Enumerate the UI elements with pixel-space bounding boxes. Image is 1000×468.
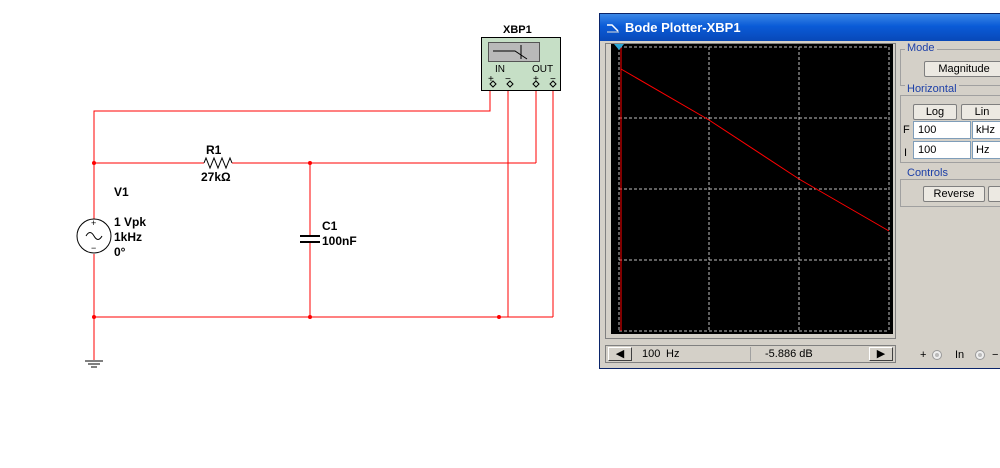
window-title: Bode Plotter-XBP1 [625,20,741,35]
out-minus-label: − [550,74,556,85]
cursor-right-button[interactable]: ▶ [869,347,893,361]
resistor-r1-symbol[interactable] [203,156,233,170]
svg-text:−: − [91,243,96,253]
in-plus-terminal[interactable] [932,350,942,360]
r1-label: R1 [206,143,222,157]
cursor-magnitude-readout: -5.886 dB [750,347,870,361]
v1-label: V1 [114,185,129,199]
r1-value: 27kΩ [201,170,231,184]
out-terminal-label: OUT [532,64,554,75]
plot-grid [618,46,890,332]
controls-group [900,179,1000,207]
initial-unit-field[interactable]: Hz [972,141,1000,159]
in-minus-terminal[interactable] [975,350,985,360]
lin-button[interactable]: Lin [961,104,1000,120]
final-unit-field[interactable]: kHz [972,121,1000,139]
initial-label: I [904,147,908,159]
xbp1-label: XBP1 [503,24,532,36]
bode-app-icon [607,24,619,33]
ground-symbol [85,360,103,368]
controls-group-label: Controls [905,167,950,179]
ac-source-v1-symbol[interactable]: + − [76,218,112,254]
schematic-canvas: + − [76,86,554,368]
in-terminal-label: IN [495,64,505,75]
plot-frame [605,43,896,339]
cursor-nav-bar: ◀ 100 Hz -5.886 dB ▶ [605,345,896,363]
v1-amplitude: 1 Vpk [114,215,147,229]
c1-value: 100nF [322,234,357,248]
final-label: F [903,124,910,136]
terminal-plus-label: + [920,349,927,361]
window-titlebar[interactable]: Bode Plotter-XBP1 [600,14,1000,41]
circuit-wires [93,86,554,360]
horizontal-group [900,95,1000,163]
cursor-frequency-value: 100 [642,348,661,360]
cursor-frequency-unit: Hz [666,348,680,360]
reverse-button[interactable]: Reverse [923,186,985,202]
final-value-field[interactable]: 100 [913,121,971,139]
terminal-pins[interactable] [481,37,561,91]
bode-response-icon [493,45,528,60]
v1-frequency: 1kHz [114,230,143,244]
log-button[interactable]: Log [913,104,957,120]
horizontal-group-label: Horizontal [905,83,959,95]
c1-label: C1 [322,219,338,233]
cursor-left-button[interactable]: ◀ [608,347,632,361]
capacitor-c1-symbol[interactable] [300,235,320,243]
bode-plot[interactable] [611,44,893,334]
svg-text:+: + [91,218,96,228]
mode-group-label: Mode [905,42,937,54]
in-minus-label: − [505,74,511,85]
bode-plotter-window[interactable]: Bode Plotter-XBP1 ◀ 100 Hz -5.886 dB ▶ M… [599,13,1000,369]
v1-phase: 0° [114,245,126,259]
terminal-minus-label: − [992,349,999,361]
cursor-marker-icon[interactable] [614,44,624,50]
in-plus-label: + [488,74,494,85]
arrow-right-icon: ▶ [876,347,886,360]
out-plus-label: + [533,74,539,85]
save-button-partial[interactable] [988,186,1000,202]
terminal-in-label: In [955,349,965,361]
magnitude-trace [620,68,890,232]
arrow-left-icon: ◀ [615,347,625,360]
instrument-screen [488,42,540,62]
magnitude-button[interactable]: Magnitude [924,61,1000,77]
junction-dots [92,161,501,319]
initial-value-field[interactable]: 100 [913,141,971,159]
bode-plotter-instrument[interactable]: IN OUT + − + − [481,37,561,91]
